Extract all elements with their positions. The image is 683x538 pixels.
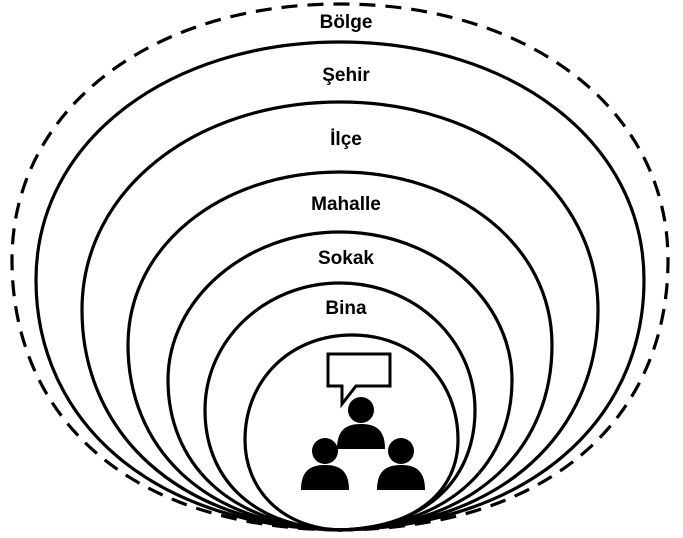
ring-sokak — [166, 230, 514, 532]
ring-sehir — [34, 40, 646, 532]
ring-ilce — [80, 100, 600, 532]
label-bolge: Bölge — [320, 12, 373, 33]
person-icon — [301, 438, 349, 490]
speech-bubble-icon — [326, 352, 392, 409]
ring-mahalle — [126, 170, 554, 532]
label-bina: Bina — [325, 298, 367, 319]
label-ilce: İlçe — [330, 129, 362, 150]
label-mahalle: Mahalle — [311, 194, 381, 215]
person-icon — [337, 397, 385, 449]
label-sehir: Şehir — [322, 65, 370, 86]
person-icon — [377, 438, 425, 490]
ring-bina — [203, 281, 477, 532]
label-sokak: Sokak — [318, 248, 374, 269]
ring-center — [243, 333, 460, 532]
ring-bolge — [10, 2, 670, 532]
community-speech-icon — [301, 352, 425, 490]
